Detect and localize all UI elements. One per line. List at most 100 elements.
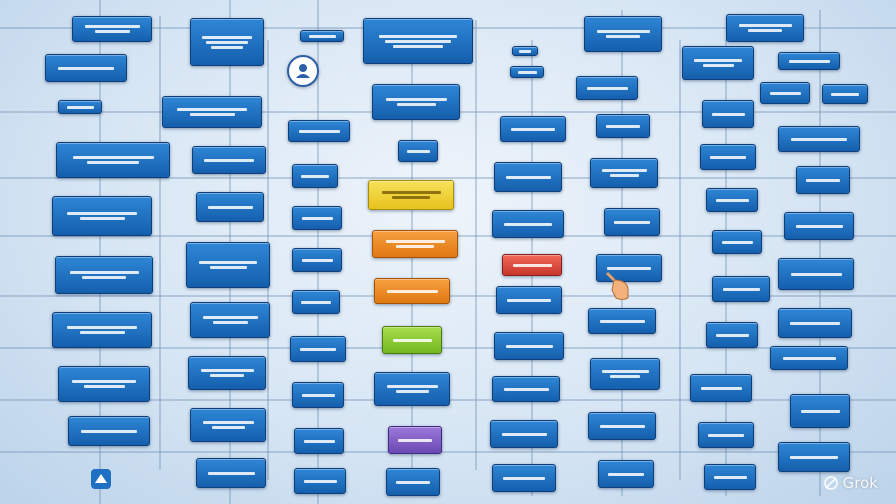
node-text-placeholder [66, 105, 94, 109]
node-text-placeholder [211, 45, 243, 49]
node-text-placeholder [601, 169, 647, 172]
node-text-placeholder [385, 240, 445, 243]
node-text-placeholder [608, 472, 644, 476]
node-text-placeholder [79, 331, 125, 334]
node-text-placeholder [715, 198, 749, 202]
flowchart-node [374, 372, 450, 406]
node-text-placeholder [721, 240, 753, 244]
flowchart-node [690, 374, 752, 402]
node-text-placeholder [396, 103, 436, 106]
flowchart-node [588, 308, 656, 334]
flowchart-node [388, 426, 442, 454]
flowchart-node [294, 428, 344, 454]
flowchart-node [290, 336, 346, 362]
flowchart-node [584, 16, 662, 52]
node-text-placeholder [505, 175, 551, 179]
node-text-placeholder [301, 300, 331, 304]
flowchart-node [700, 144, 756, 170]
flowchart-node [496, 286, 562, 314]
node-text-placeholder [199, 261, 257, 264]
node-text-placeholder [782, 356, 836, 360]
node-text-placeholder [601, 370, 649, 373]
node-text-placeholder [511, 127, 555, 131]
flowchart-node [374, 278, 450, 304]
node-text-placeholder [301, 258, 333, 262]
flowchart-node [292, 290, 340, 314]
flowchart-node [590, 158, 658, 188]
node-text-placeholder [710, 155, 746, 159]
flowchart-node [492, 464, 556, 492]
node-text-placeholder [69, 271, 139, 274]
flowchart-node [292, 382, 344, 408]
node-text-placeholder [505, 344, 553, 348]
node-text-placeholder [189, 113, 235, 116]
flowchart-node [368, 180, 454, 210]
node-text-placeholder [204, 158, 254, 162]
flowchart-node [784, 212, 854, 240]
node-text-placeholder [210, 374, 244, 377]
node-text-placeholder [519, 49, 531, 53]
flowchart-node [68, 416, 150, 446]
node-text-placeholder [209, 266, 247, 269]
flowchart-node [196, 192, 264, 222]
node-text-placeholder [395, 390, 429, 393]
node-text-placeholder [748, 29, 782, 32]
flowchart-node [726, 14, 804, 42]
flowchart-node [398, 140, 438, 162]
node-text-placeholder [708, 433, 744, 437]
flowchart-node [500, 116, 566, 142]
watermark-text: Grok [842, 474, 878, 492]
flowchart-node [778, 308, 852, 338]
node-text-placeholder [385, 98, 447, 101]
flowchart-node [294, 468, 346, 494]
node-text-placeholder [398, 438, 432, 442]
node-text-placeholder [606, 124, 640, 128]
corner-app-icon [91, 469, 111, 489]
node-text-placeholder [385, 39, 451, 43]
flowchart-node [760, 82, 810, 104]
node-text-placeholder [599, 319, 645, 323]
node-text-placeholder [715, 333, 749, 337]
flowchart-node [712, 276, 770, 302]
flowchart-node [55, 256, 153, 294]
node-text-placeholder [386, 289, 438, 293]
node-text-placeholder [207, 471, 255, 475]
node-text-placeholder [599, 424, 645, 428]
node-text-placeholder [795, 224, 843, 228]
node-text-placeholder [694, 59, 742, 62]
flowchart-node [72, 16, 152, 42]
node-text-placeholder [298, 129, 340, 133]
flowchart-node [490, 420, 558, 448]
node-text-placeholder [607, 266, 651, 270]
flowchart-node [778, 442, 850, 472]
logo-badge-icon [287, 55, 319, 87]
flowchart-node [56, 142, 170, 178]
node-text-placeholder [614, 220, 650, 224]
node-text-placeholder [202, 35, 252, 39]
flowchart-node [192, 146, 266, 174]
flowchart-node [382, 326, 442, 354]
node-text-placeholder [722, 287, 760, 291]
node-text-placeholder [507, 298, 551, 302]
node-text-placeholder [381, 191, 441, 194]
node-text-placeholder [392, 338, 432, 342]
node-text-placeholder [87, 161, 139, 164]
flowchart-node [576, 76, 638, 100]
node-text-placeholder [586, 86, 628, 90]
flowchart-node [590, 358, 660, 390]
flowchart-node [288, 120, 350, 142]
flowchart-node [778, 258, 854, 290]
flowchart-node [512, 46, 538, 56]
flowchart-node [604, 208, 660, 236]
flowchart-node [510, 66, 544, 78]
node-text-placeholder [702, 64, 734, 67]
node-text-placeholder [517, 70, 537, 74]
flowchart-node [596, 114, 650, 138]
node-text-placeholder [393, 44, 443, 48]
node-text-placeholder [84, 25, 140, 28]
node-text-placeholder [790, 321, 840, 325]
node-text-placeholder [386, 385, 438, 388]
flowchart-node [372, 84, 460, 120]
node-text-placeholder [202, 316, 258, 319]
